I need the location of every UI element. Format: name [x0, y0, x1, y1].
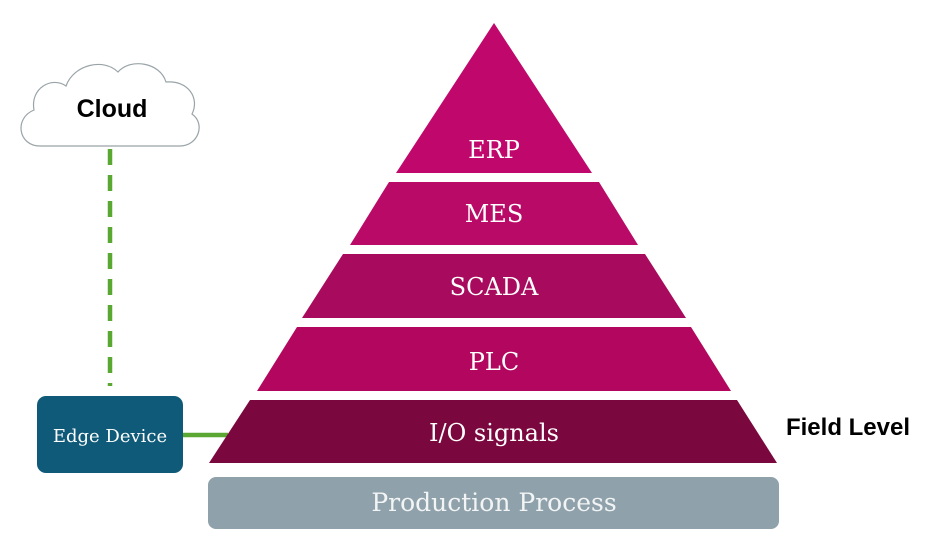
pyramid-layer-mes: [350, 182, 638, 245]
production-process-bar: Production Process: [208, 477, 779, 529]
pyramid-layer-label: PLC: [469, 348, 519, 376]
field-level-label: Field Level: [786, 414, 910, 441]
pyramid-layer-plc: [257, 327, 731, 391]
pyramid: ERP MES SCADA PLC I/O signals: [209, 23, 777, 463]
pyramid-layer-label: I/O signals: [429, 419, 559, 447]
edge-device-box: Edge Device: [37, 396, 183, 473]
production-process-label: Production Process: [371, 488, 616, 517]
pyramid-layer-erp: [396, 23, 592, 173]
pyramid-layer-label: ERP: [468, 136, 520, 164]
pyramid-layer-scada: [302, 254, 686, 318]
pyramid-layer-label: MES: [465, 200, 524, 228]
pyramid-layer-label: SCADA: [450, 273, 539, 301]
pyramid-layer-io-signals: [209, 400, 777, 463]
cloud-shape: Cloud: [20, 63, 200, 147]
cloud-label: Cloud: [77, 95, 148, 123]
edge-device-label: Edge Device: [53, 426, 167, 447]
